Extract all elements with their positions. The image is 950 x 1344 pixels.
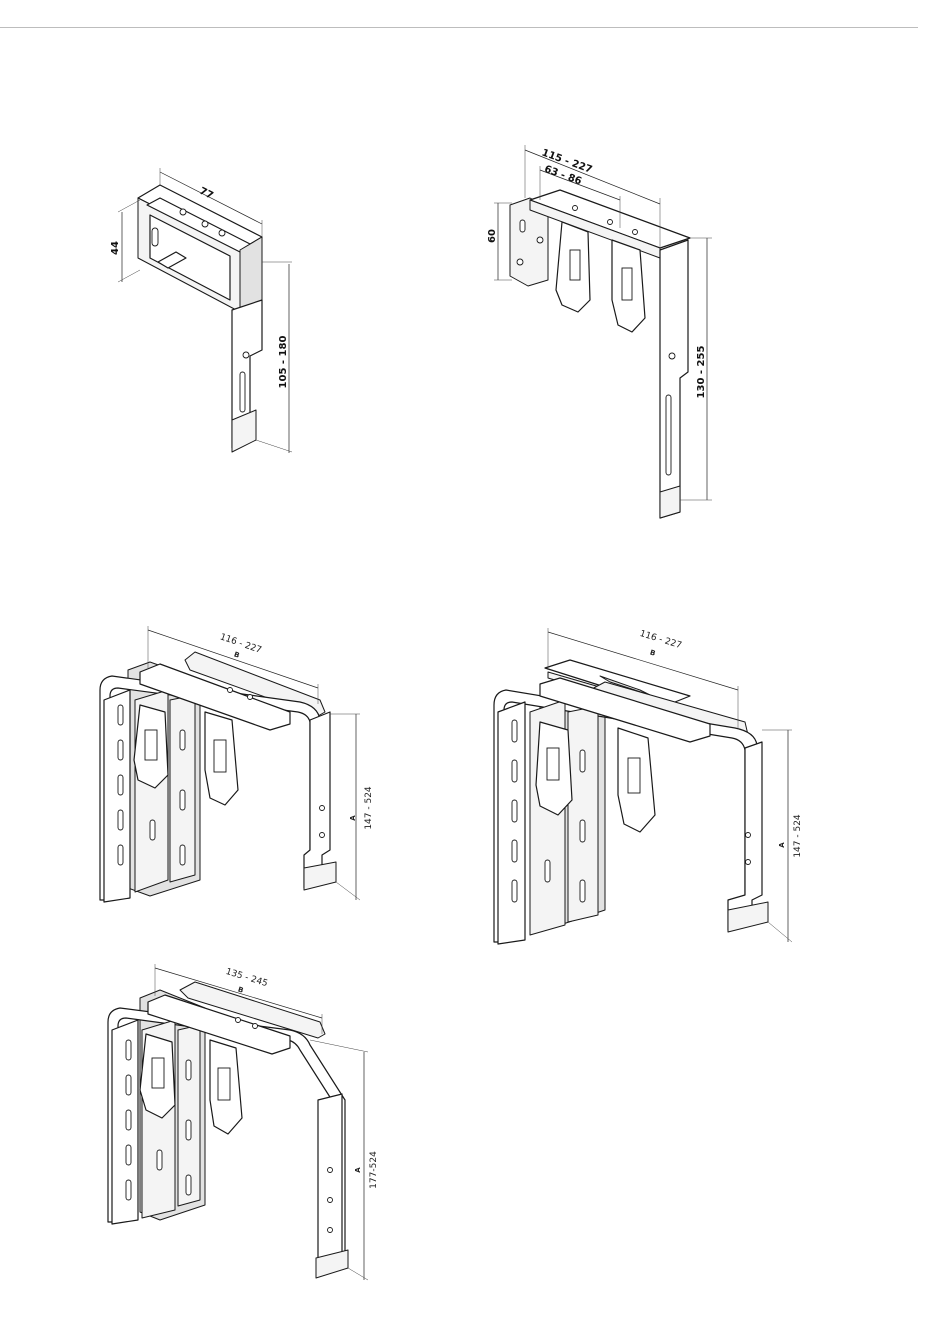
bracket-leg-slot (240, 372, 245, 412)
leg-hole (669, 353, 675, 359)
plate-slot (126, 1145, 131, 1165)
ext-line (768, 922, 792, 942)
leg-hole (328, 1198, 333, 1203)
dim-label-147-524: 147 - 524 (364, 786, 374, 830)
plate-slot (580, 750, 585, 772)
bracket-leg-hole (243, 352, 249, 358)
right-leg (728, 742, 762, 930)
plate-slot (512, 880, 517, 902)
figure-bracket-wide-2: 116 - 227 B A 147 - 524 (494, 628, 803, 944)
leg-hole (746, 860, 751, 865)
plate-slot (118, 775, 123, 795)
plate-slot (126, 1040, 131, 1060)
plate-slot (126, 1180, 131, 1200)
mount-hole (537, 237, 543, 243)
dim-label-130-255: 130 - 255 (696, 346, 707, 399)
clip-window (570, 250, 580, 280)
dim-label-116-227: 116 - 227 (219, 632, 263, 656)
plate-slot (118, 705, 123, 725)
figure-bracket-wide-3: 135 - 245 B A 177-524 (108, 964, 379, 1280)
ext-line (118, 200, 140, 212)
leg-hole (320, 833, 325, 838)
crossbar-hole (236, 1018, 241, 1023)
plate-slot (118, 845, 123, 865)
clip-window (214, 740, 226, 772)
front-plate (104, 690, 130, 902)
plate-slot (186, 1175, 191, 1195)
leg-hole (746, 833, 751, 838)
clip-window (628, 758, 640, 793)
bracket-slot-hole (152, 228, 158, 246)
figure-bracket-small: 77 44 105 - 180 (110, 168, 292, 453)
right-leg (660, 240, 688, 518)
plate-slot (512, 800, 517, 822)
plate-slot (157, 1150, 162, 1170)
mount-slot (520, 220, 525, 232)
crossbar-hole (253, 1024, 258, 1029)
dim-label-a: A (778, 842, 786, 848)
plate-slot (118, 810, 123, 830)
dim-label-116-227: 116 - 227 (638, 629, 682, 651)
bracket-hole (219, 230, 225, 236)
rail-hole (633, 230, 638, 235)
plate-slot (126, 1075, 131, 1095)
figure-bracket-double-clip: 115 - 227 63 - 86 60 130 - 255 (487, 145, 712, 518)
rail-hole (573, 206, 578, 211)
plate-slot (150, 820, 155, 840)
dim-label-177-524: 177-524 (369, 1151, 379, 1189)
dim-label-60: 60 (487, 229, 498, 243)
leg-hole (320, 806, 325, 811)
clip-window (152, 1058, 164, 1088)
plate-slot (512, 760, 517, 782)
clip-window (622, 268, 632, 300)
dim-label-105-180: 105 - 180 (278, 336, 289, 389)
plate-slot (180, 730, 185, 750)
dim-label-b: B (649, 648, 656, 657)
bracket-hole (202, 221, 208, 227)
dim-label-b: B (233, 650, 241, 659)
plate-slot (186, 1060, 191, 1080)
crossbar-hole (228, 688, 233, 693)
dim-label-77: 77 (197, 186, 214, 202)
ext-line (256, 440, 292, 452)
right-leg (304, 712, 330, 888)
dim-label-44: 44 (110, 241, 121, 255)
clip-window (547, 748, 559, 780)
plate-slot (580, 820, 585, 842)
bracket-hole (180, 209, 186, 215)
plate-slot (545, 860, 550, 882)
front-plate (498, 702, 525, 944)
plate-slot (180, 790, 185, 810)
leg-foot (660, 486, 680, 518)
dim-label-b: B (237, 985, 244, 994)
plate-slot (512, 840, 517, 862)
leg-slot (666, 395, 671, 475)
plate-slot (512, 720, 517, 742)
dim-label-147-524: 147 - 524 (793, 814, 803, 858)
ext-line (118, 270, 140, 282)
plate-slot (580, 880, 585, 902)
leg-hole (328, 1228, 333, 1233)
clip-window (218, 1068, 230, 1100)
dim-label-135-245: 135 - 245 (224, 967, 268, 989)
ext-line (310, 1040, 368, 1052)
plate-slot (180, 845, 185, 865)
clip-window (145, 730, 157, 760)
rail-hole (608, 220, 613, 225)
figure-bracket-wide-1: 116 - 227 B A 147 - 524 (100, 626, 374, 902)
dim-label-a: A (354, 1167, 362, 1173)
plate-slot (186, 1120, 191, 1140)
front-plate (112, 1020, 138, 1224)
ext-line (336, 882, 360, 900)
plate-slot (126, 1110, 131, 1130)
mount-hole (517, 259, 523, 265)
right-leg (318, 1094, 342, 1270)
dim-label-a: A (349, 815, 357, 821)
ext-line (348, 1268, 368, 1280)
plate-slot (118, 740, 123, 760)
crossbar-hole (248, 695, 253, 700)
leg-hole (328, 1168, 333, 1173)
